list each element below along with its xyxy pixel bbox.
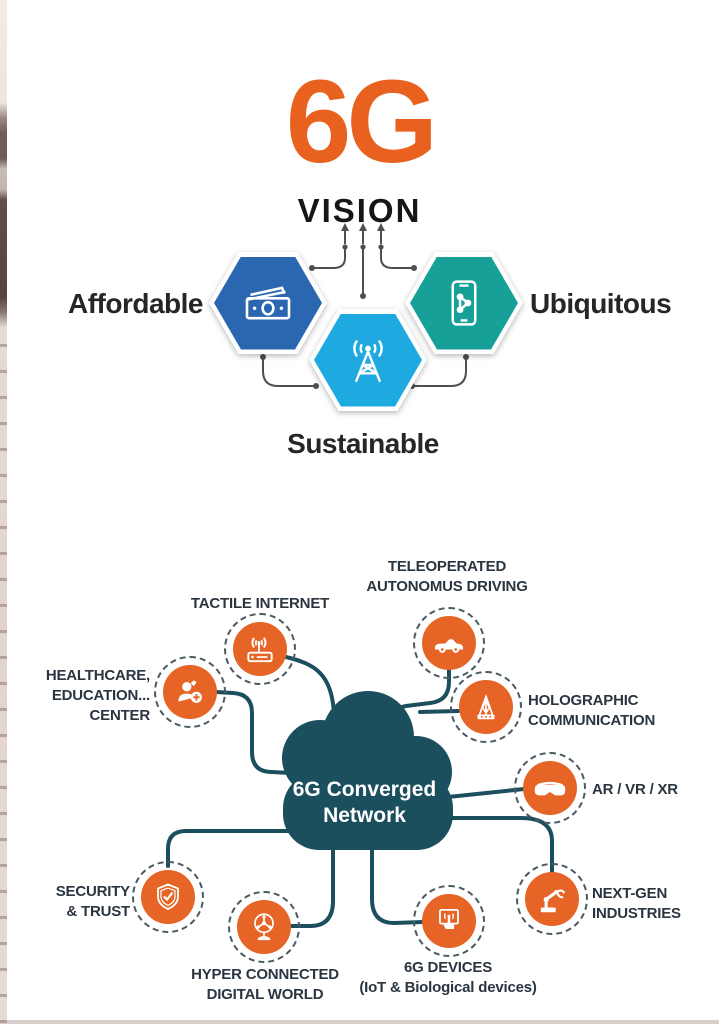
doctor-icon [178, 680, 202, 703]
vr-goggles-icon [534, 781, 566, 796]
label-next-gen-industries: NEXT-GEN INDUSTRIES [592, 885, 681, 922]
hexagon-ubiquitous-border [405, 252, 523, 354]
node-tactile-internet-circle [233, 622, 287, 676]
label-healthcare-education: HEALTHCARE, EDUCATION... CENTER [45, 667, 150, 724]
label-ar-vr-xr: AR / VR / XR [592, 781, 678, 798]
vision-connectors [262, 230, 467, 387]
node-ar-vr-xr-circle [523, 761, 577, 815]
hexagon-sustainable [309, 309, 427, 411]
label-ubiquitous: Ubiquitous [530, 288, 672, 319]
page-title: 6G [285, 56, 438, 188]
network-hub-cloud [282, 691, 453, 850]
node-hyper-connected-circle [237, 900, 291, 954]
robot-arm-icon [540, 889, 566, 913]
hexagon-ubiquitous-fill [410, 256, 518, 350]
hexagon-affordable [209, 252, 327, 354]
node-6g-devices-circle [422, 894, 476, 948]
scanned-bottom-edge [0, 1020, 719, 1024]
hexagon-ubiquitous [405, 252, 523, 354]
wireless-router-icon [247, 637, 273, 663]
node-healthcare-education [154, 656, 226, 728]
hand-device-icon [439, 908, 459, 929]
scanned-edge-texture [0, 330, 7, 1024]
hologram-icon [477, 693, 495, 720]
node-security-trust-circle [141, 870, 195, 924]
label-tactile-internet: TACTILE INTERNET [190, 595, 330, 612]
label-security-trust: SECURITY & TRUST [55, 883, 130, 920]
label-hyper-connected: HYPER CONNECTED DIGITAL WORLD [191, 966, 339, 1003]
node-holographic-communication [450, 671, 522, 743]
node-tactile-internet [224, 613, 296, 685]
banknotes-icon [245, 286, 291, 320]
car-icon [434, 639, 464, 653]
node-teleoperated-driving-circle [422, 616, 476, 670]
radio-tower-icon [353, 339, 383, 383]
node-next-gen-industries [516, 863, 588, 935]
node-healthcare-education-circle [163, 665, 217, 719]
label-teleoperated-driving: TELEOPERATED AUTONOMUS DRIVING [366, 558, 528, 595]
network-hub-label: 6G Converged Network [292, 778, 437, 828]
label-sustainable: Sustainable [287, 428, 439, 459]
vision-connector-dots [260, 223, 469, 389]
node-teleoperated-driving [413, 607, 485, 679]
label-6g-devices: 6G DEVICES (IoT & Biological devices) [359, 959, 537, 996]
node-security-trust [132, 861, 204, 933]
label-holographic-communication: HOLOGRAPHIC COMMUNICATION [528, 692, 656, 729]
node-6g-devices [413, 885, 485, 957]
page-subtitle: VISION [297, 192, 422, 229]
node-ar-vr-xr [514, 752, 586, 824]
label-affordable: Affordable [68, 288, 204, 319]
shield-check-icon [157, 883, 179, 910]
hexagon-sustainable-fill [314, 313, 422, 407]
node-next-gen-industries-circle [525, 872, 579, 926]
hexagon-affordable-fill [214, 256, 322, 350]
node-hyper-connected [228, 891, 300, 963]
node-holographic-communication-circle [459, 680, 513, 734]
connected-phone-icon [451, 280, 477, 326]
connected-globe-icon [254, 913, 274, 941]
